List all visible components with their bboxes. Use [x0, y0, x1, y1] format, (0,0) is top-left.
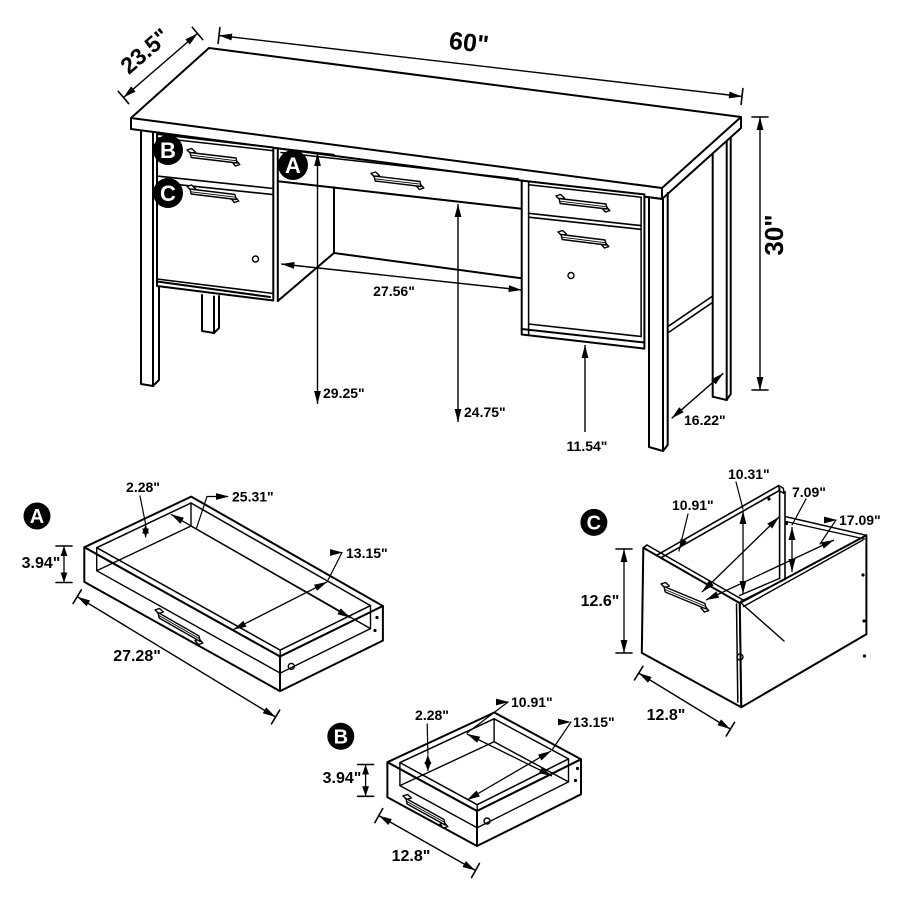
svg-text:A: A — [30, 506, 44, 528]
svg-text:10.91": 10.91" — [672, 497, 714, 513]
svg-text:7.09": 7.09" — [792, 484, 826, 500]
svg-text:24.75": 24.75" — [464, 404, 506, 420]
svg-text:12.6": 12.6" — [581, 593, 620, 610]
svg-text:B: B — [334, 726, 348, 748]
svg-text:16.22": 16.22" — [684, 412, 726, 428]
svg-text:2.28": 2.28" — [415, 707, 449, 723]
svg-text:11.54": 11.54" — [567, 438, 608, 454]
svg-text:29.25": 29.25" — [323, 385, 365, 401]
svg-text:2.28": 2.28" — [126, 479, 160, 495]
svg-text:C: C — [587, 512, 601, 534]
svg-text:12.8": 12.8" — [647, 707, 686, 724]
svg-text:30": 30" — [759, 214, 789, 255]
svg-text:10.91": 10.91" — [511, 694, 553, 710]
svg-text:13.15": 13.15" — [346, 545, 388, 561]
svg-text:10.31": 10.31" — [728, 466, 770, 482]
svg-text:A: A — [285, 153, 301, 178]
svg-text:17.09": 17.09" — [839, 512, 881, 528]
svg-text:3.94": 3.94" — [22, 555, 61, 572]
svg-text:B: B — [160, 138, 176, 163]
svg-text:12.8": 12.8" — [392, 848, 431, 865]
svg-text:60": 60" — [448, 27, 491, 59]
svg-text:13.15": 13.15" — [573, 714, 615, 730]
svg-text:27.56": 27.56" — [373, 283, 415, 299]
svg-text:27.28": 27.28" — [113, 648, 161, 665]
svg-text:3.94": 3.94" — [323, 770, 362, 787]
svg-text:C: C — [160, 181, 176, 206]
svg-text:25.31": 25.31" — [232, 489, 274, 505]
